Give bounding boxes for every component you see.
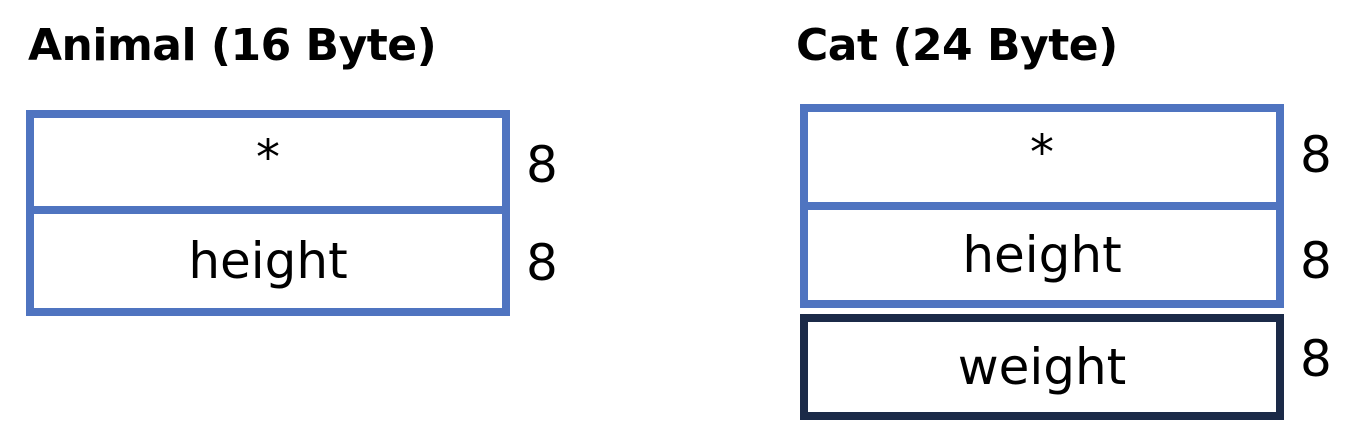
cat-struct-title: Cat (24 Byte) [796,20,1118,71]
field-label: weight [957,338,1127,396]
cat-field-vptr-size: 8 [1300,126,1332,184]
cat-field-height: height [800,202,1284,308]
animal-field-height: height [26,206,510,316]
cat-field-weight-size: 8 [1300,330,1332,388]
field-label: height [962,226,1122,284]
field-label: height [188,232,348,290]
animal-field-vptr: * [26,110,510,214]
animal-field-vptr-size: 8 [526,136,558,194]
animal-field-height-size: 8 [526,234,558,292]
cat-field-height-size: 8 [1300,232,1332,290]
field-label: * [1030,125,1054,181]
animal-struct-title: Animal (16 Byte) [28,20,437,71]
field-label: * [256,130,280,186]
cat-field-vptr: * [800,104,1284,210]
cat-field-weight: weight [800,314,1284,420]
